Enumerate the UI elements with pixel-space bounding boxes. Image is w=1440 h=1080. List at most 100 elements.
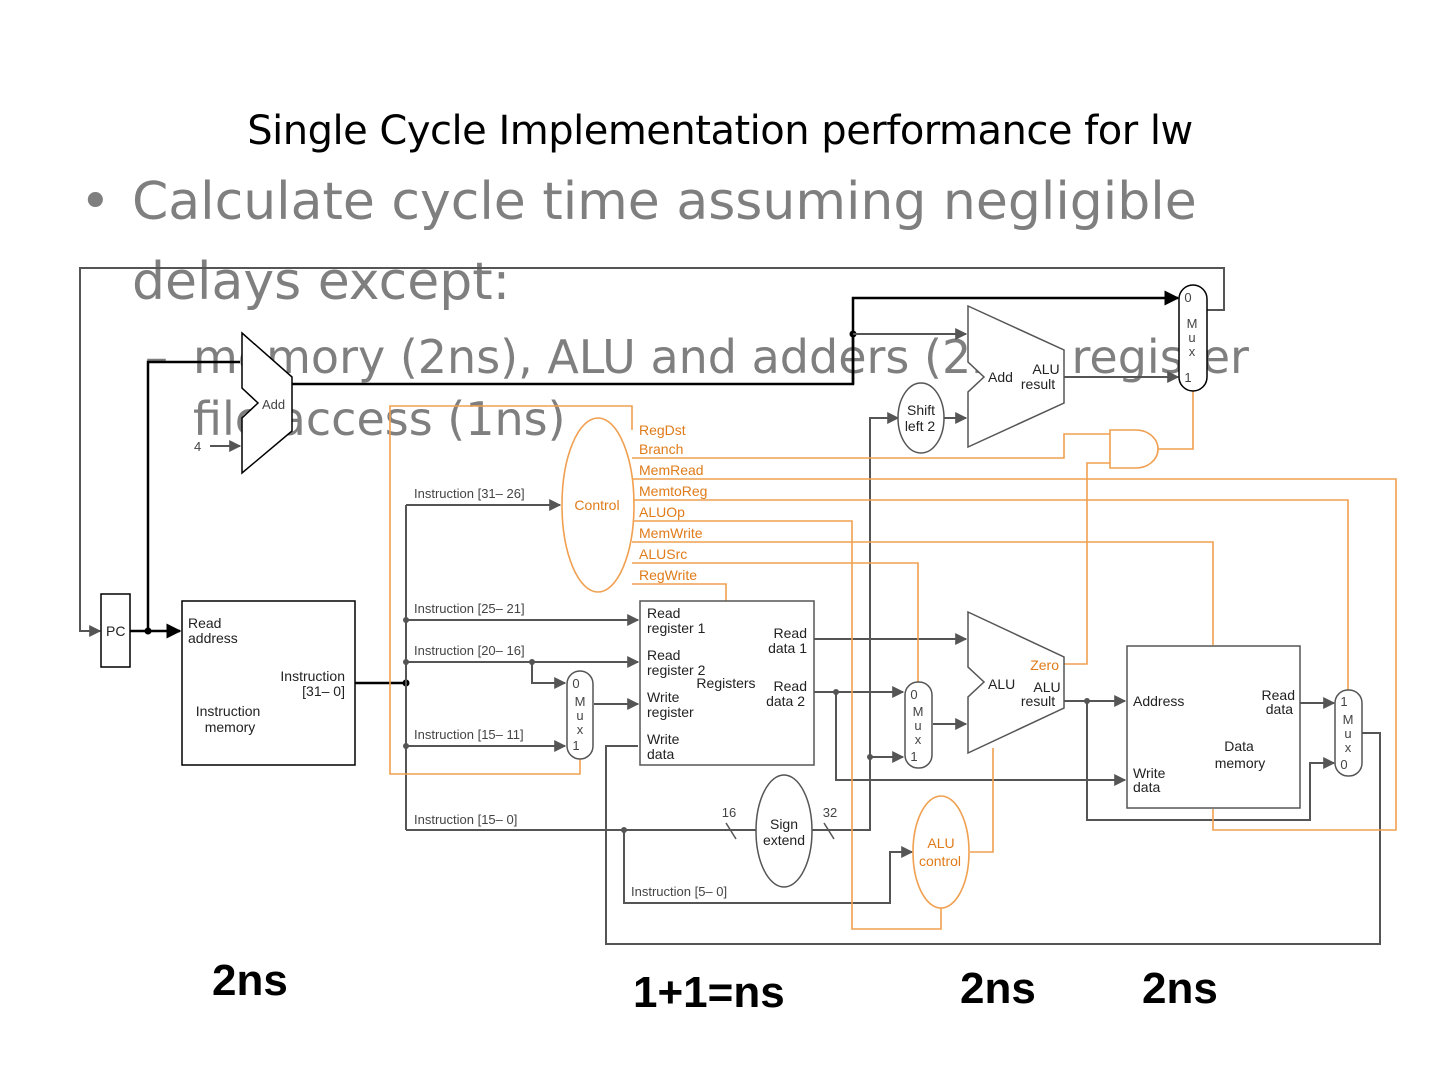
alusrc-mux-letter-u: u	[914, 718, 921, 733]
timing-instruction-memory: 2ns	[212, 956, 288, 1005]
alu-control-unit	[912, 795, 970, 909]
memtoreg-mux-letter-m: M	[1343, 712, 1354, 727]
im-name-line2: memory	[205, 719, 256, 735]
im-instruction-line2: [31– 0]	[302, 683, 345, 699]
control-signal-memtoreg: MemtoReg	[639, 483, 707, 499]
instruction-memory	[181, 600, 356, 766]
reg-write-register-line2: register	[647, 704, 694, 720]
control-signal-memread: MemRead	[639, 462, 704, 478]
pcsrc-mux-letter-x: x	[1189, 344, 1196, 359]
control-signal-regwrite: RegWrite	[639, 567, 697, 583]
timing-register-file: 1+1=ns	[633, 968, 785, 1017]
timing-alu: 2ns	[960, 964, 1036, 1013]
regdst-mux-letter-x: x	[577, 722, 584, 737]
reg-write-data-line1: Write	[647, 731, 680, 747]
instr-field-rs: Instruction [25– 21]	[414, 601, 525, 616]
reg-read-data-1-line1: Read	[774, 625, 807, 641]
main-alu	[967, 610, 1065, 755]
shift-left-2-unit	[897, 382, 945, 454]
reg-write-data-line2: data	[647, 746, 674, 762]
reg-read-data-2-line1: Read	[774, 678, 807, 694]
instr-field-opcode: Instruction [31– 26]	[414, 486, 525, 501]
dm-read-data-line2: data	[1266, 701, 1293, 717]
constant-four-label: 4	[194, 439, 201, 454]
memtoreg-mux-input-0: 0	[1340, 757, 1347, 772]
regdst-mux-input-0: 0	[572, 676, 579, 691]
alusrc-mux-input-1: 1	[910, 749, 917, 764]
pcsrc-mux-input-1: 1	[1184, 370, 1191, 385]
data-memory	[1126, 645, 1301, 809]
memtoreg-mux-input-1: 1	[1340, 694, 1347, 709]
regdst-mux-input-1: 1	[572, 738, 579, 753]
dm-write-data-line2: data	[1133, 779, 1160, 795]
shift-left-2-line2: left 2	[905, 418, 936, 434]
control-signal-labels: RegDst Branch MemRead MemtoReg ALUOp Mem…	[639, 422, 707, 583]
instr-field-funct: Instruction [5– 0]	[631, 884, 727, 899]
reg-read-register-1-line1: Read	[647, 605, 680, 621]
alu-label: ALU	[988, 676, 1015, 692]
timing-data-memory: 2ns	[1142, 964, 1218, 1013]
bus-width-mark-32	[823, 822, 835, 840]
sign-extend-unit	[755, 774, 813, 888]
register-file-name: Registers	[696, 675, 755, 691]
control-signal-memwrite: MemWrite	[639, 525, 703, 541]
sign-extend-input-width: 16	[722, 805, 736, 820]
alusrc-mux	[904, 681, 933, 769]
control-unit-label: Control	[574, 497, 619, 513]
reg-read-data-2-line2: data 2	[766, 693, 805, 709]
alusrc-mux-input-0: 0	[910, 687, 917, 702]
im-instruction-line1: Instruction	[280, 668, 345, 684]
regdst-mux-letter-m: M	[575, 694, 586, 709]
alu-control-line1: ALU	[927, 835, 954, 851]
dm-address-label: Address	[1133, 693, 1184, 709]
bullet-marker: •	[80, 172, 111, 232]
shift-left-2-line1: Shift	[907, 402, 935, 418]
branch-and-gate	[1109, 429, 1159, 469]
sub-bullet-marker: –	[145, 330, 168, 384]
datapath-wires	[79, 267, 1381, 945]
reg-read-register-2-line2: register 2	[647, 662, 706, 678]
pcsrc-mux-letter-m: M	[1187, 316, 1198, 331]
pcsrc-mux	[1178, 284, 1208, 392]
im-name-line1: Instruction	[196, 703, 261, 719]
instr-field-rd: Instruction [15– 11]	[414, 727, 524, 742]
dm-write-data-line1: Write	[1133, 765, 1166, 781]
control-signal-wires	[389, 391, 1397, 930]
control-signal-branch: Branch	[639, 441, 683, 457]
sign-extend-output-width: 32	[823, 805, 837, 820]
register-file	[639, 600, 815, 766]
pcsrc-mux-input-0: 0	[1184, 290, 1191, 305]
memtoreg-mux	[1334, 689, 1363, 777]
slide-title: Single Cycle Implementation performance …	[247, 108, 1193, 154]
alu-zero-output: Zero	[1030, 657, 1059, 673]
pc-increment-path	[130, 290, 1180, 685]
instr-field-rt: Instruction [20– 16]	[414, 643, 525, 658]
im-read-address-line1: Read	[188, 615, 221, 631]
control-signal-alusrc: ALUSrc	[639, 546, 687, 562]
pcsrc-mux-letter-u: u	[1188, 330, 1195, 345]
control-unit	[561, 417, 635, 593]
memtoreg-mux-letter-x: x	[1345, 740, 1352, 755]
alusrc-mux-letter-m: M	[913, 704, 924, 719]
pc-adder-label: Add	[262, 397, 285, 412]
bus-width-mark-16	[725, 822, 737, 840]
pc-adder	[241, 331, 293, 475]
dm-name-line1: Data	[1224, 738, 1254, 754]
control-signal-regdst: RegDst	[639, 422, 686, 438]
branch-adder	[967, 304, 1065, 449]
alu-result-line2: result	[1021, 693, 1055, 709]
instr-field-imm: Instruction [15– 0]	[414, 812, 517, 827]
control-signal-aluop: ALUOp	[639, 504, 685, 520]
reg-write-register-line1: Write	[647, 689, 680, 705]
bullet-text: Calculate cycle time assuming negligible…	[132, 172, 1197, 312]
dm-read-data-line1: Read	[1262, 687, 1295, 703]
branch-adder-result-line2: result	[1021, 376, 1055, 392]
reg-read-register-2-line1: Read	[647, 647, 680, 663]
branch-adder-label: Add	[988, 369, 1013, 385]
alu-result-line1: ALU	[1033, 679, 1060, 695]
reg-read-data-1-line2: data 1	[768, 640, 807, 656]
memtoreg-mux-letter-u: u	[1344, 726, 1351, 741]
pc-label: PC	[106, 623, 125, 639]
regdst-mux	[566, 670, 594, 760]
